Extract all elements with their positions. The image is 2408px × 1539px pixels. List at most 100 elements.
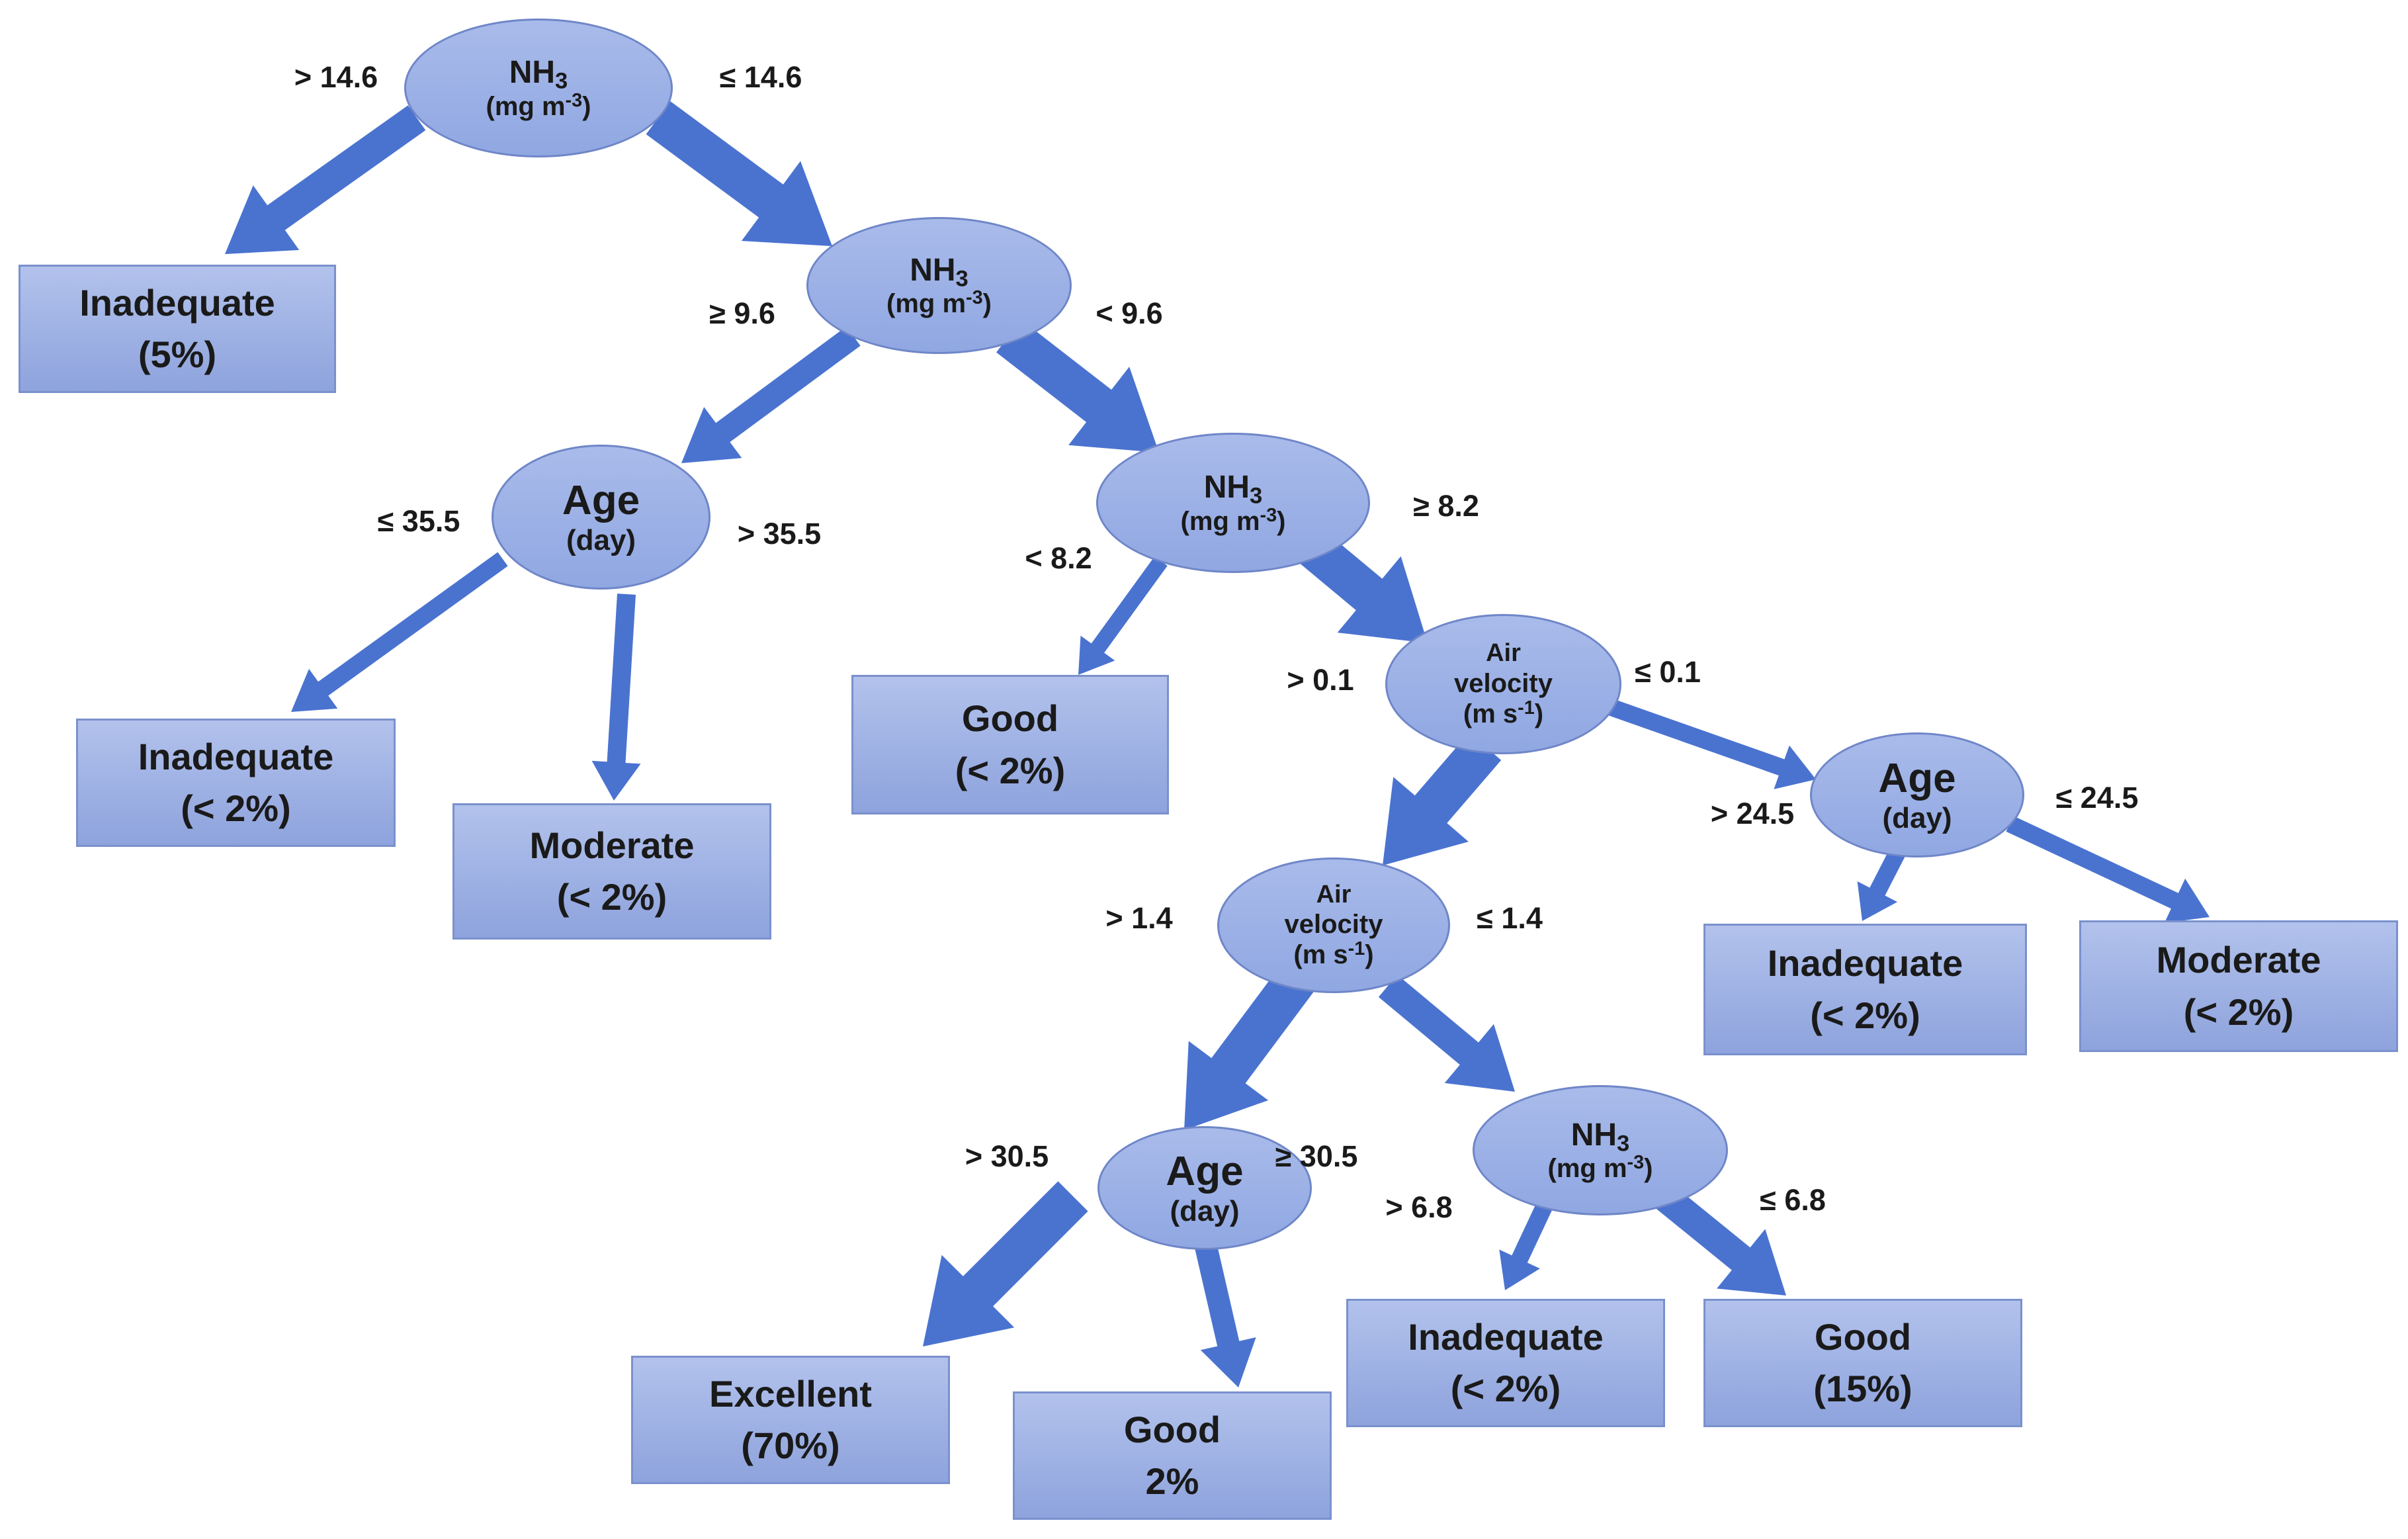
node-subscript: 3	[555, 69, 568, 95]
leaf-percent: (15%)	[1813, 1368, 1913, 1409]
edge-label: ≤ 6.8	[1760, 1183, 1826, 1217]
node-unit: (day)	[1882, 801, 1952, 834]
leaf-good-upper: Good (< 2%)	[851, 675, 1169, 814]
leaf-moderate-right: Moderate (< 2%)	[2079, 920, 2398, 1052]
node-subscript: 3	[1250, 484, 1263, 509]
arrow-age-bottom-to-excellent	[923, 1181, 1088, 1346]
leaf-percent: 2%	[1145, 1460, 1199, 1502]
node-superscript: -3	[565, 89, 583, 111]
edge-label: > 0.1	[1287, 663, 1354, 697]
node-variable: NH	[1203, 470, 1250, 506]
leaf-moderate-left: Moderate (< 2%)	[452, 803, 771, 940]
leaf-class: Good	[961, 697, 1059, 740]
node-variable: Age	[1166, 1148, 1244, 1194]
arrow-nh3-bottom-to-inadequate	[1499, 1202, 1553, 1290]
arrow-nh3-2-to-age-left	[681, 326, 861, 463]
node-superscript: -1	[1348, 938, 1365, 960]
leaf-class: Good	[1814, 1315, 1912, 1358]
edge-label: > 1.4	[1105, 901, 1173, 935]
node-unit-close: )	[1277, 506, 1286, 536]
node-age-right: Age (day)	[1810, 732, 2024, 857]
arrow-air-velocity-lower-to-age-bottom	[1184, 966, 1314, 1130]
edge-label: ≤ 1.4	[1477, 901, 1543, 935]
node-unit: (m s	[1293, 940, 1348, 970]
arrow-age-left-to-moderate	[591, 594, 641, 801]
node-variable: Air	[1316, 880, 1352, 908]
leaf-inadequate-right: Inadequate (< 2%)	[1703, 924, 2027, 1055]
node-unit: (mg m	[1180, 506, 1260, 536]
leaf-excellent: Excellent (70%)	[631, 1356, 950, 1484]
edge-label: ≥ 9.6	[709, 296, 775, 330]
node-air-velocity-upper: Air velocity (m s-1)	[1385, 614, 1621, 754]
leaf-class: Excellent	[709, 1372, 872, 1415]
edge-label: ≤ 35.5	[377, 504, 460, 538]
node-variable-2: velocity	[1284, 910, 1383, 940]
arrow-nh3-2-to-nh3-level3	[996, 320, 1159, 453]
edge-label: ≤ 24.5	[2055, 781, 2139, 814]
leaf-class: Inadequate	[138, 735, 334, 777]
edge-label: < 9.6	[1096, 296, 1163, 330]
node-unit: (mg m	[486, 91, 566, 121]
node-nh3-level3: NH3 (mg m-3)	[1096, 433, 1370, 573]
node-nh3-level2: NH3 (mg m-3)	[806, 217, 1072, 354]
leaf-percent: (< 2%)	[181, 787, 291, 829]
leaf-percent: (< 2%)	[1450, 1368, 1561, 1409]
node-age-left: Age (day)	[492, 445, 710, 590]
node-variable: Age	[1878, 755, 1956, 801]
arrow-root-to-inadequate	[225, 105, 426, 254]
leaf-class: Inadequate	[1408, 1315, 1604, 1358]
arrow-air-velocity-lower-to-nh3-bottom	[1378, 975, 1515, 1092]
arrow-air-velocity-to-age-right	[1604, 697, 1816, 789]
leaf-inadequate-left: Inadequate (< 2%)	[76, 719, 396, 847]
edge-label: > 6.8	[1385, 1190, 1453, 1224]
node-age-bottom: Age (day)	[1097, 1126, 1312, 1250]
edge-label: ≤ 14.6	[719, 60, 802, 94]
node-variable: NH	[509, 55, 556, 91]
node-unit-close: )	[1644, 1154, 1653, 1184]
edge-label: > 30.5	[965, 1139, 1049, 1173]
node-variable: NH	[1570, 1117, 1617, 1153]
node-unit: (day)	[566, 523, 636, 556]
leaf-good-2pct: Good 2%	[1013, 1391, 1332, 1520]
node-nh3-bottom: NH3 (mg m-3)	[1473, 1085, 1728, 1215]
leaf-good-15pct: Good (15%)	[1703, 1299, 2022, 1427]
edge-label: ≤ 0.1	[1635, 655, 1701, 689]
leaf-class: Inadequate	[79, 281, 275, 324]
arrow-nh3-3-to-good	[1078, 556, 1168, 675]
node-superscript: -3	[1627, 1152, 1645, 1174]
edge-label: > 35.5	[737, 517, 822, 550]
arrow-age-bottom-to-good	[1194, 1241, 1256, 1387]
node-nh3-root: NH3 (mg m-3)	[404, 19, 673, 157]
leaf-percent: (< 2%)	[955, 749, 1066, 791]
arrow-age-right-to-moderate	[2006, 816, 2210, 923]
edge-label: > 14.6	[294, 60, 378, 94]
node-variable: NH	[910, 252, 956, 288]
edge-label: < 8.2	[1025, 541, 1092, 575]
edge-label: > 24.5	[1710, 797, 1795, 830]
edge-label: ≥ 30.5	[1275, 1139, 1358, 1173]
node-variable: Age	[562, 477, 640, 523]
leaf-class: Moderate	[2156, 939, 2321, 981]
node-unit: (mg m	[886, 289, 967, 319]
leaf-class: Moderate	[529, 824, 695, 866]
arrow-age-right-to-inadequate	[1857, 846, 1907, 921]
leaf-percent: (< 2%)	[2183, 990, 2294, 1033]
node-variable-2: velocity	[1454, 668, 1553, 698]
arrow-air-velocity-to-air-velocity-lower	[1383, 732, 1502, 865]
node-subscript: 3	[1617, 1131, 1630, 1157]
leaf-inadequate-bottom: Inadequate (< 2%)	[1346, 1299, 1665, 1427]
node-superscript: -3	[1260, 504, 1277, 526]
node-air-velocity-lower: Air velocity (m s-1)	[1217, 857, 1450, 993]
node-variable: Air	[1486, 639, 1521, 668]
arrow-nh3-bottom-to-good	[1650, 1180, 1786, 1296]
node-unit: (day)	[1170, 1194, 1240, 1227]
node-superscript: -3	[966, 287, 983, 309]
node-unit-close: )	[1534, 699, 1544, 728]
node-unit-close: )	[1365, 940, 1374, 970]
arrow-root-to-nh3-level2	[646, 101, 832, 246]
node-superscript: -1	[1518, 697, 1535, 719]
edge-label: ≥ 8.2	[1413, 489, 1479, 523]
leaf-percent: (70%)	[741, 1425, 840, 1466]
node-subscript: 3	[955, 266, 968, 292]
